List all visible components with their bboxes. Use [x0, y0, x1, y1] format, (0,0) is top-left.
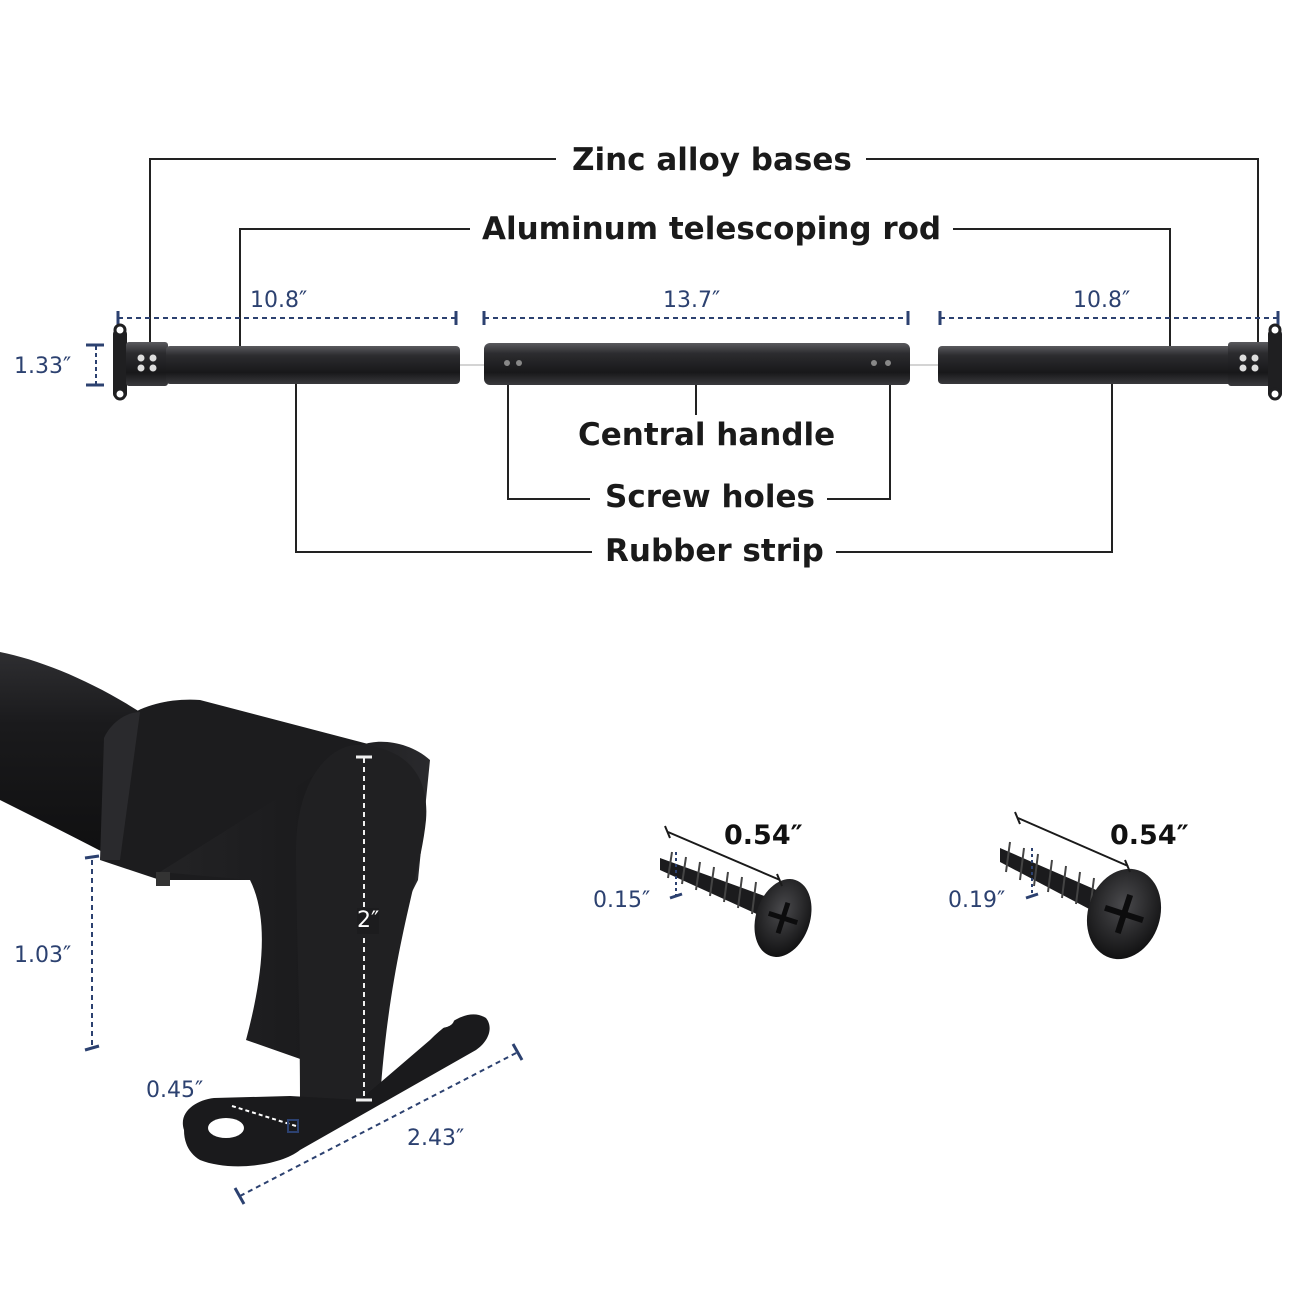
rod-assembly	[113, 323, 1282, 401]
right-zinc-base	[1228, 323, 1282, 401]
central-handle-tube	[484, 343, 910, 385]
dim-label-mount-height: 1.03″	[14, 943, 72, 968]
label-central-handle: Central handle	[566, 415, 848, 455]
dim-label-plate-length: 2.43″	[407, 1126, 465, 1151]
dim-label-screw-a-length: 0.54″	[724, 820, 803, 851]
dim-line-right	[938, 311, 1280, 325]
dim-label-screw-b-length: 0.54″	[1110, 820, 1189, 851]
dim-label-right-segment: 10.8″	[1073, 288, 1131, 313]
leader-rubber-strip	[295, 366, 1113, 553]
dim-screw-a-diameter	[669, 852, 683, 900]
dim-label-screw-a-diameter: 0.15″	[593, 888, 651, 913]
dim-line-diameter	[86, 343, 104, 387]
dim-label-rod-diameter: 1.33″	[14, 354, 72, 379]
dim-label-base-height: 2″	[357, 908, 380, 934]
left-zinc-base	[113, 323, 168, 401]
dim-plate-length	[233, 1043, 524, 1205]
dim-mount-height	[84, 854, 100, 1052]
label-zinc-alloy-bases: Zinc alloy bases	[560, 140, 864, 180]
dim-screw-b-length	[1014, 811, 1131, 873]
leader-zinc-bases	[149, 158, 1259, 343]
dim-label-plate-thickness: 0.45″	[146, 1078, 204, 1103]
screw-b	[1000, 841, 1162, 960]
screw-a	[660, 851, 812, 957]
label-rubber-strip: Rubber strip	[593, 531, 836, 571]
dim-label-left-segment: 10.8″	[250, 288, 308, 313]
dim-screw-a-length	[664, 825, 783, 887]
dim-label-screw-b-diameter: 0.19″	[948, 888, 1006, 913]
left-tube	[166, 346, 460, 384]
dim-line-middle	[482, 311, 910, 325]
label-screw-holes: Screw holes	[593, 477, 827, 517]
label-aluminum-telescoping-rod: Aluminum telescoping rod	[470, 209, 954, 249]
leader-aluminum-rod	[239, 228, 1171, 348]
dim-line-left	[116, 311, 458, 325]
leader-screw-holes	[507, 363, 891, 500]
right-tube	[938, 346, 1234, 384]
dim-plate-thickness	[231, 1105, 299, 1133]
dim-label-middle-segment: 13.7″	[663, 288, 721, 313]
dim-screw-b-diameter	[1025, 848, 1039, 900]
base-closeup	[0, 652, 490, 1167]
